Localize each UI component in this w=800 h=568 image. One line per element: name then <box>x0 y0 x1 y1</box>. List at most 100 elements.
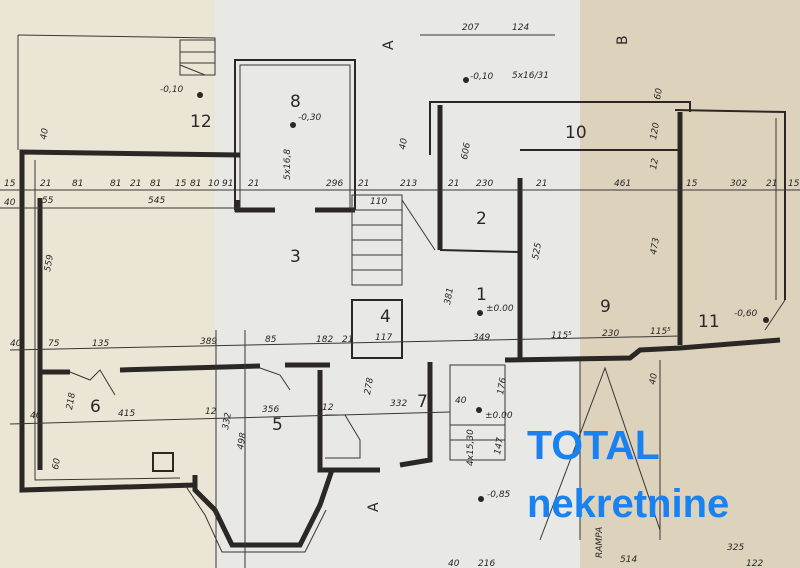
plan-label: 296 <box>326 179 343 189</box>
room-3: 3 <box>290 247 301 267</box>
plan-label: 110 <box>370 197 387 207</box>
plan-label: 230 <box>602 329 619 339</box>
plan-label: 21 <box>342 335 353 345</box>
room-5: 5 <box>272 415 283 435</box>
plan-label: 176 <box>496 377 509 396</box>
plan-label: ±0.00 <box>486 304 514 314</box>
plan-label: 21 <box>248 179 259 189</box>
plan-label: 21 <box>766 179 777 189</box>
plan-label: 514 <box>620 555 637 565</box>
room-1: 1 <box>476 285 487 305</box>
plan-label: 349 <box>473 333 490 343</box>
room-4: 4 <box>380 307 391 327</box>
room-numbers: 12 8 3 2 1 4 10 9 11 6 5 7 <box>90 92 720 435</box>
watermark-nekretnine: nekretnine <box>527 482 729 526</box>
plan-label: 21 <box>536 179 547 189</box>
plan-label: 81 <box>190 179 201 189</box>
plan-label: 461 <box>614 179 631 189</box>
plan-label: 525 <box>531 242 544 261</box>
plan-label: 60 <box>653 87 665 100</box>
room-9: 9 <box>600 297 611 317</box>
plan-label: 207 <box>462 23 479 33</box>
plan-label: 135 <box>92 339 109 349</box>
plan-label: 122 <box>746 559 763 568</box>
plan-label: 120 <box>649 122 662 141</box>
plan-label: 415 <box>118 409 135 419</box>
plan-label: 4x15,30 <box>466 429 476 466</box>
plan-label: 10 <box>208 179 220 189</box>
plan-label: 473 <box>649 237 662 256</box>
plan-label: 381 <box>443 287 456 306</box>
plan-label: 278 <box>363 377 376 396</box>
plan-label: 91 <box>222 179 233 189</box>
plan-label: 5x16/31 <box>512 71 549 81</box>
plan-label: 332 <box>221 412 234 431</box>
plan-label: -0,10 <box>470 72 494 82</box>
paper-left <box>0 0 215 568</box>
plan-label: 115⁵ <box>551 331 572 341</box>
paper-right <box>580 0 800 568</box>
room-10: 10 <box>565 123 587 143</box>
plan-label: 40 <box>448 559 460 568</box>
plan-label: 230 <box>476 179 493 189</box>
dimension-labels: 15 21 81 81 21 81 15 81 10 91 21 296 21 … <box>4 23 800 568</box>
plan-label: 12 <box>322 403 334 413</box>
room-11: 11 <box>698 312 720 332</box>
plan-label: 81 <box>110 179 121 189</box>
room-7: 7 <box>417 392 428 412</box>
room-8: 8 <box>290 92 301 112</box>
plan-label: 356 <box>262 405 279 415</box>
plan-label: 559 <box>43 254 56 273</box>
plan-label: 40 <box>10 339 22 349</box>
plan-label: 147 <box>493 437 506 456</box>
plan-label: 15 <box>175 179 187 189</box>
plan-label: 15 <box>4 179 16 189</box>
plan-label: 21 <box>40 179 51 189</box>
plan-label: 40 <box>648 372 660 385</box>
plan-label: 12 <box>205 407 217 417</box>
plan-label: 81 <box>72 179 83 189</box>
room-12: 12 <box>190 112 212 132</box>
plan-label: 216 <box>478 559 495 568</box>
plan-label: 389 <box>200 337 217 347</box>
plan-label: A <box>366 502 382 512</box>
plan-label: B <box>615 35 631 45</box>
dimension-lines <box>0 34 800 568</box>
room-2: 2 <box>476 209 487 229</box>
section-marks: A B A 5x16/31 5x16,8 RAMPA 4x15,30 <box>283 35 631 558</box>
plan-label: RAMPA <box>595 527 605 558</box>
plan-label: 15 <box>788 179 800 189</box>
plan-label: 55 <box>42 196 54 206</box>
plan-label: 40 <box>30 411 42 421</box>
plan-label: -0,60 <box>734 309 758 319</box>
plan-label: 498 <box>236 432 249 451</box>
plan-label: 5x16,8 <box>283 149 293 180</box>
level-marks: -0,10 -0,30 -0,10 ±0.00 -0,60 ±0.00 -0,8… <box>160 72 769 502</box>
plan-label: 182 <box>316 335 333 345</box>
plan-label: 606 <box>460 142 473 161</box>
room-6: 6 <box>90 397 101 417</box>
walls <box>17 34 786 553</box>
plan-label: 60 <box>51 457 63 470</box>
plan-label: 15 <box>686 179 698 189</box>
plan-label: 117 <box>375 333 392 343</box>
plan-label: 325 <box>727 543 744 553</box>
plan-label: -0,10 <box>160 85 184 95</box>
paper-middle <box>215 0 580 568</box>
plan-label: 40 <box>455 396 467 406</box>
plan-label: 40 <box>4 198 16 208</box>
watermark: TOTAL nekretnine <box>527 422 729 526</box>
plan-label: 302 <box>730 179 747 189</box>
plan-label: 332 <box>390 399 407 409</box>
plan-label: 40 <box>39 127 51 140</box>
plan-label: 21 <box>358 179 369 189</box>
watermark-total: TOTAL <box>527 422 660 468</box>
plan-label: 115⁵ <box>650 327 671 337</box>
plan-label: 21 <box>448 179 459 189</box>
plan-label: 12 <box>649 157 661 170</box>
plan-label: 218 <box>65 392 78 411</box>
plan-label: ±0.00 <box>485 411 513 421</box>
plan-label: 85 <box>265 335 277 345</box>
plan-label: A <box>381 40 397 50</box>
